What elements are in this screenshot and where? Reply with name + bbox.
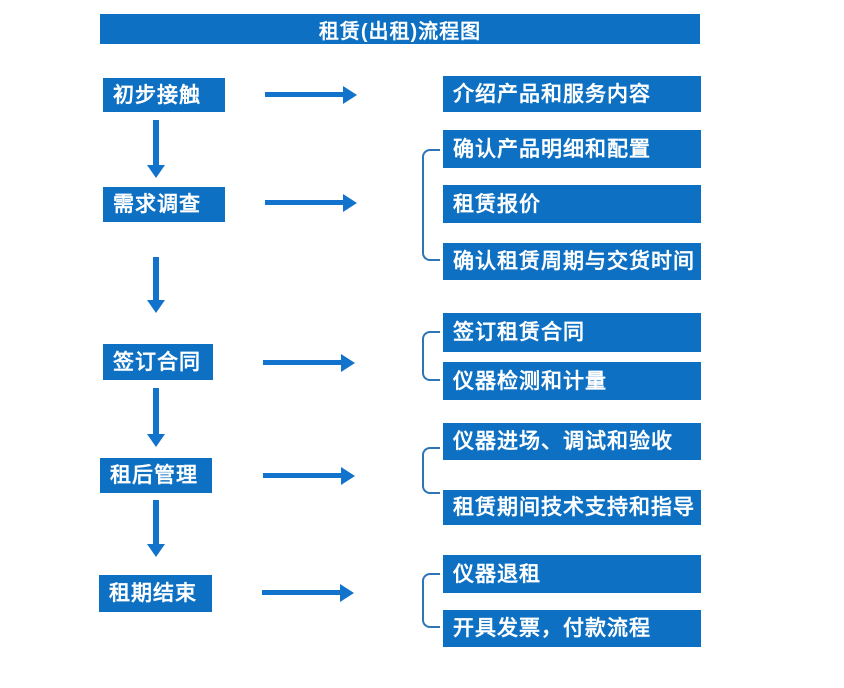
detail-sign-rental-contract: 签订租赁合同 xyxy=(443,313,701,352)
step-rental-end: 租期结束 xyxy=(99,575,212,612)
detail-invoice-payment: 开具发票，付款流程 xyxy=(443,610,701,647)
step-initial-contact: 初步接触 xyxy=(103,78,225,112)
bracket-demand-survey-group xyxy=(422,149,440,261)
step-demand-survey: 需求调查 xyxy=(103,187,225,222)
arrow-right-4 xyxy=(263,473,341,478)
step-post-rental-management: 租后管理 xyxy=(100,458,212,493)
detail-instrument-return: 仪器退租 xyxy=(443,555,701,593)
arrow-right-2 xyxy=(265,200,343,205)
bracket-rental-end-group xyxy=(422,573,440,628)
detail-confirm-period-delivery: 确认租赁周期与交货时间 xyxy=(443,243,701,280)
arrow-right-5 xyxy=(262,590,340,595)
arrow-down-1 xyxy=(153,120,159,165)
detail-confirm-product-config: 确认产品明细和配置 xyxy=(443,130,701,168)
arrow-down-3 xyxy=(153,388,159,434)
arrow-right-1 xyxy=(265,92,343,97)
arrow-down-4 xyxy=(153,500,159,544)
diagram-title: 租赁(出租)流程图 xyxy=(100,14,700,44)
detail-instrument-setup: 仪器进场、调试和验收 xyxy=(443,423,701,460)
bracket-post-rental-group xyxy=(422,447,440,494)
detail-technical-support: 租赁期间技术支持和指导 xyxy=(443,490,701,525)
detail-instrument-testing: 仪器检测和计量 xyxy=(443,362,701,400)
detail-introduce-products: 介绍产品和服务内容 xyxy=(443,76,701,112)
arrow-right-3 xyxy=(263,360,341,365)
step-sign-contract: 签订合同 xyxy=(103,344,213,380)
bracket-sign-contract-group xyxy=(422,331,440,381)
arrow-down-2 xyxy=(153,257,159,300)
detail-rental-quotation: 租赁报价 xyxy=(443,185,701,223)
